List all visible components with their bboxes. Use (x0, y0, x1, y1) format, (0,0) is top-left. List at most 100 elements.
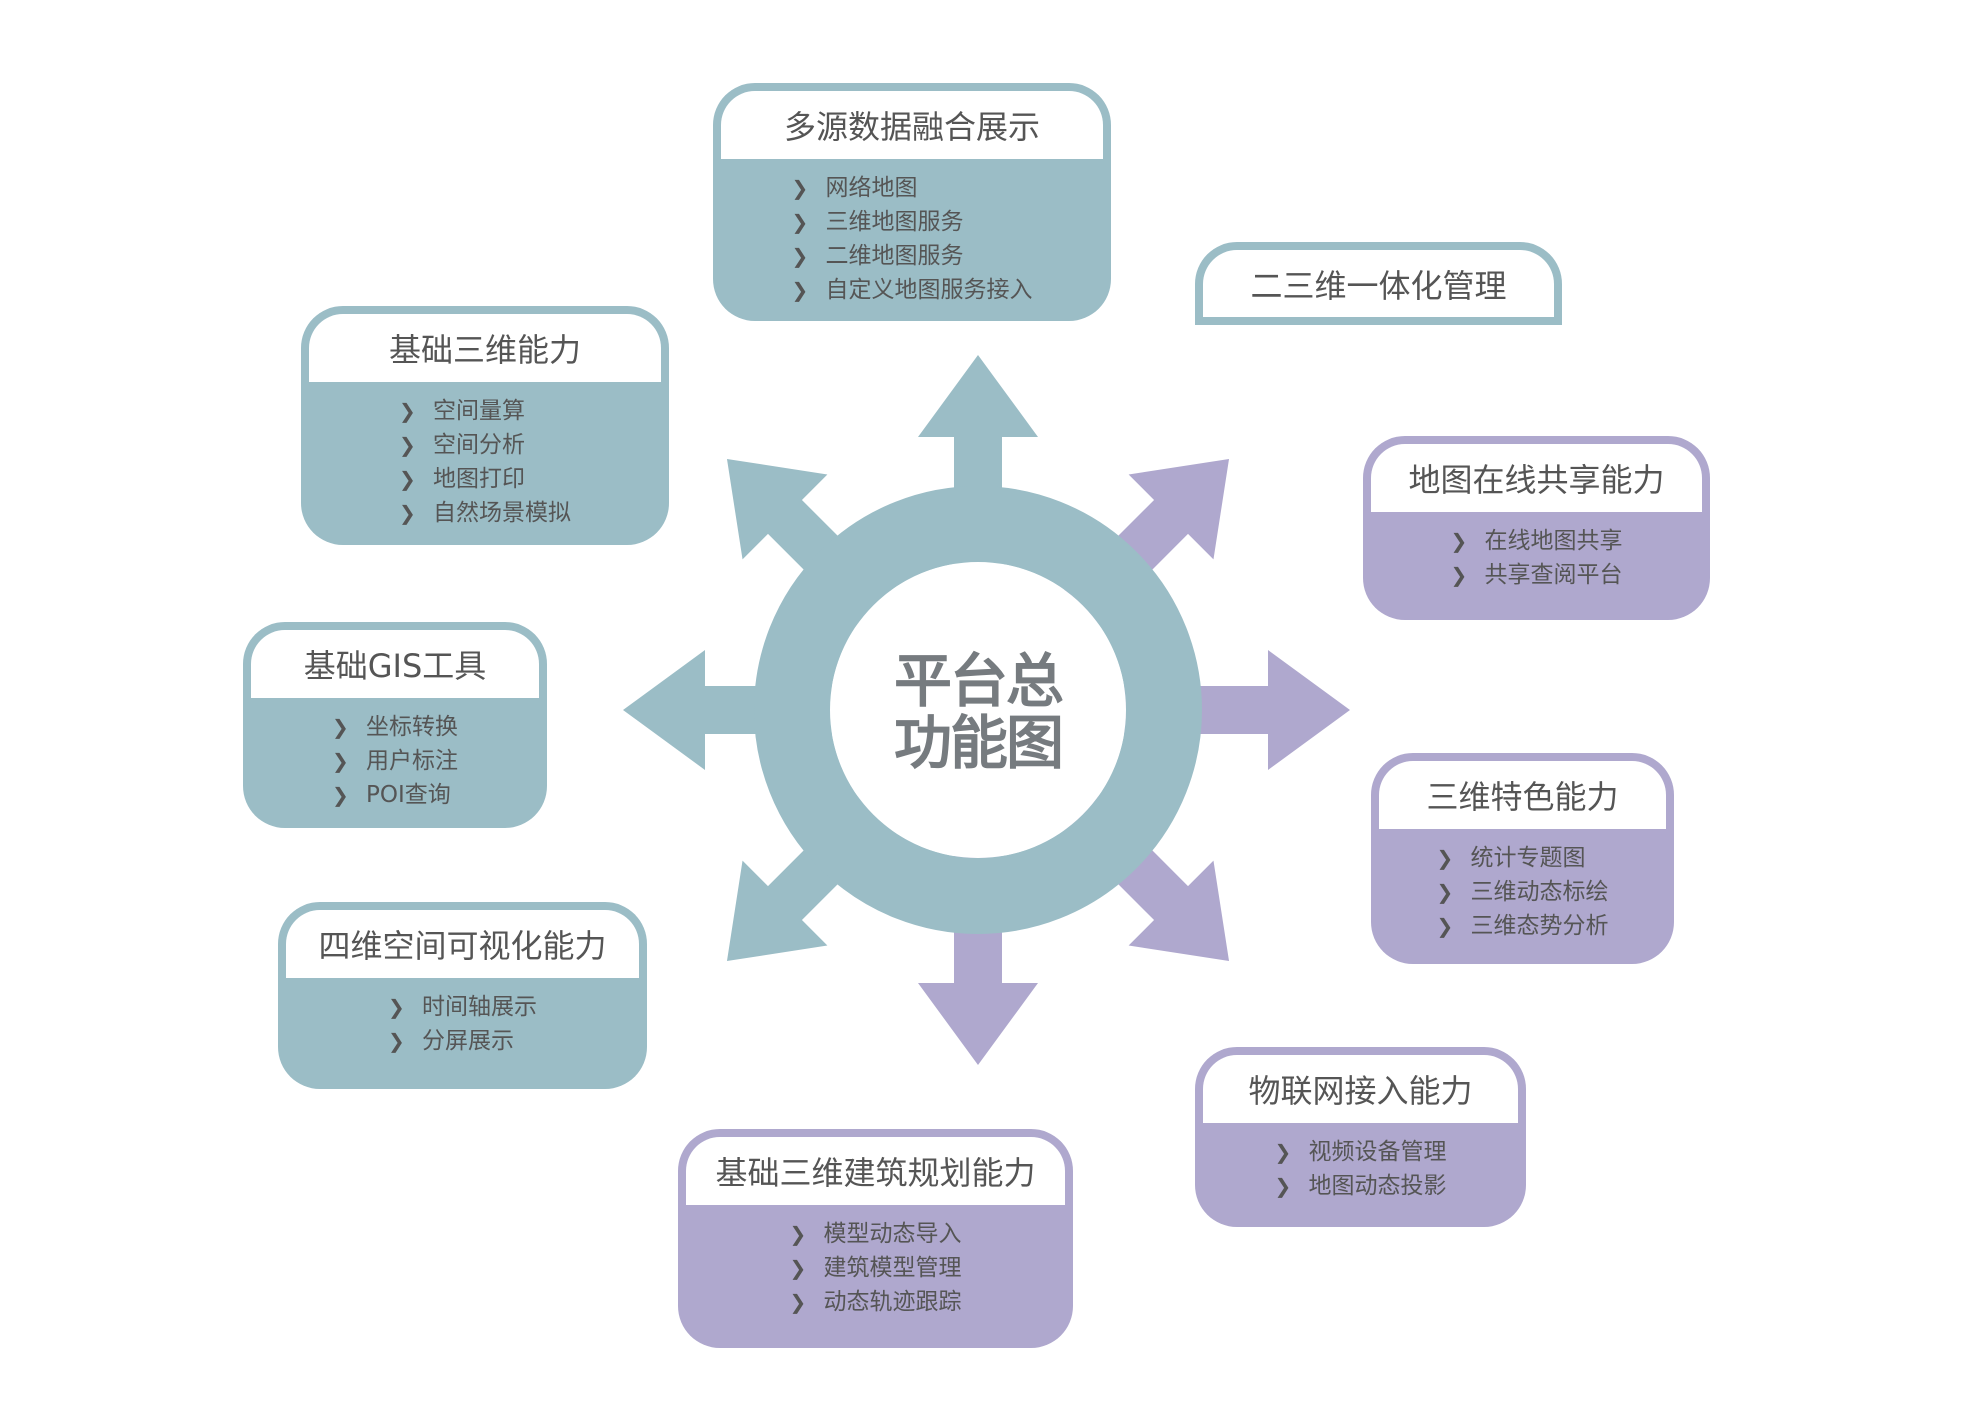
feature-box-title: 物联网接入能力 (1203, 1055, 1518, 1123)
feature-list-item-label: 自定义地图服务接入 (825, 277, 1033, 303)
feature-list: ❯ 在线地图共享 ❯ 共享查阅平台 (1451, 524, 1623, 592)
chevron-right-icon: ❯ (1436, 880, 1454, 904)
chevron-right-icon: ❯ (1274, 1140, 1292, 1164)
feature-box-title: 基础三维能力 (309, 314, 661, 382)
chevron-right-icon: ❯ (399, 467, 416, 491)
feature-list-item-label: 三维地图服务 (825, 209, 964, 235)
feature-list-item: ❯ 在线地图共享 (1451, 524, 1623, 558)
feature-box: 物联网接入能力 ❯ 视频设备管理 ❯ 地图动态投影 (1195, 1047, 1526, 1227)
feature-box: 基础三维建筑规划能力 ❯ 模型动态导入 ❯ 建筑模型管理 ❯ 动态轨迹跟踪 (678, 1129, 1073, 1348)
chevron-right-icon: ❯ (388, 1029, 405, 1053)
feature-list-item: ❯ 地图动态投影 (1275, 1169, 1447, 1203)
feature-list-item: ❯ 二维地图服务 (792, 239, 1033, 273)
feature-box-title: 二三维一体化管理 (1203, 250, 1554, 317)
feature-list-item-label: 用户标注 (366, 748, 458, 774)
feature-box-title: 多源数据融合展示 (721, 91, 1103, 159)
chevron-right-icon: ❯ (791, 244, 809, 268)
feature-list-item-label: 分屏展示 (422, 1028, 514, 1054)
chevron-right-icon: ❯ (791, 176, 809, 200)
feature-list-item-label: 模型动态导入 (823, 1221, 962, 1247)
feature-list-item-label: 三维动态标绘 (1470, 879, 1609, 905)
feature-list-item-label: 共享查阅平台 (1484, 562, 1623, 588)
feature-list-item: ❯ 网络地图 (792, 171, 1033, 205)
hub-center (830, 562, 1126, 858)
feature-list-item-label: 自然场景模拟 (433, 500, 571, 526)
feature-list: ❯ 时间轴展示 ❯ 分屏展示 (388, 990, 537, 1058)
feature-list-item-label: 坐标转换 (366, 714, 458, 740)
feature-list: ❯ 统计专题图 ❯ 三维动态标绘 ❯三维态势分析 (1437, 841, 1609, 943)
feature-list-item: ❯ 坐标转换 (332, 710, 458, 744)
feature-box-title: 三维特色能力 (1379, 761, 1666, 829)
feature-box: 三维特色能力 ❯ 统计专题图 ❯ 三维动态标绘 ❯三维态势分析 (1371, 753, 1674, 964)
feature-list-item: ❯ POI查询 (332, 778, 458, 812)
feature-list-item: ❯ 模型动态导入 (790, 1217, 962, 1251)
feature-box: 基础GIS工具 ❯ 坐标转换 ❯ 用户标注 ❯ POI查询 (243, 622, 547, 828)
feature-list-item: ❯ 自定义地图服务接入 (792, 273, 1033, 307)
feature-list-item-label: 动态轨迹跟踪 (823, 1289, 962, 1315)
feature-box: 地图在线共享能力 ❯ 在线地图共享 ❯ 共享查阅平台 (1363, 436, 1710, 620)
chevron-right-icon: ❯ (789, 1256, 807, 1280)
feature-list-item: ❯三维态势分析 (1437, 909, 1609, 943)
feature-list-item: ❯ 建筑模型管理 (790, 1251, 962, 1285)
feature-list-item: ❯ 三维地图服务 (792, 205, 1033, 239)
feature-list: ❯ 视频设备管理 ❯ 地图动态投影 (1275, 1135, 1447, 1203)
feature-list-item: ❯ 地图打印 (399, 462, 571, 496)
chevron-right-icon: ❯ (1274, 1174, 1292, 1198)
chevron-right-icon: ❯ (1436, 914, 1454, 938)
feature-list-item: ❯ 空间量算 (399, 394, 571, 428)
feature-list-item-label: 建筑模型管理 (823, 1255, 962, 1281)
feature-list-item-label: 二维地图服务 (825, 243, 964, 269)
chevron-right-icon: ❯ (332, 783, 349, 807)
feature-box: 基础三维能力 ❯ 空间量算 ❯ 空间分析 ❯ 地图打印 ❯ 自然场景模拟 (301, 306, 669, 545)
feature-list-item: ❯ 自然场景模拟 (399, 496, 571, 530)
feature-list-item-label: 时间轴展示 (422, 994, 537, 1020)
chevron-right-icon: ❯ (388, 995, 405, 1019)
center-title-line1: 平台总 (893, 647, 1064, 715)
center-title-line2: 功能图 (893, 709, 1064, 777)
feature-list-item-label: 统计专题图 (1470, 845, 1586, 871)
feature-list-item-label: 在线地图共享 (1484, 528, 1623, 554)
chevron-right-icon: ❯ (399, 399, 416, 423)
feature-list-item: ❯ 用户标注 (332, 744, 458, 778)
feature-list-item: ❯ 三维动态标绘 (1437, 875, 1609, 909)
chevron-right-icon: ❯ (1436, 846, 1454, 870)
feature-list: ❯ 空间量算 ❯ 空间分析 ❯ 地图打印 ❯ 自然场景模拟 (399, 394, 571, 530)
feature-list-item: ❯ 时间轴展示 (388, 990, 537, 1024)
chevron-right-icon: ❯ (399, 501, 416, 525)
feature-box-title: 地图在线共享能力 (1371, 444, 1702, 512)
feature-list: ❯ 网络地图 ❯ 三维地图服务 ❯ 二维地图服务 ❯ 自定义地图服务接入 (792, 171, 1033, 307)
feature-list-item-label: 网络地图 (825, 175, 918, 201)
feature-list-item-label: POI查询 (366, 782, 451, 808)
feature-list: ❯ 模型动态导入 ❯ 建筑模型管理 ❯ 动态轨迹跟踪 (790, 1217, 962, 1319)
feature-list-item: ❯ 空间分析 (399, 428, 571, 462)
chevron-right-icon: ❯ (791, 210, 809, 234)
chevron-right-icon: ❯ (789, 1290, 807, 1314)
feature-list-item-label: 地图打印 (433, 466, 525, 492)
feature-list-item: ❯ 共享查阅平台 (1451, 558, 1623, 592)
feature-list-item-label: 地图动态投影 (1308, 1173, 1447, 1199)
feature-list-item: ❯ 动态轨迹跟踪 (790, 1285, 962, 1319)
feature-box: 多源数据融合展示 ❯ 网络地图 ❯ 三维地图服务 ❯ 二维地图服务 ❯ 自定义地图服务接入 (713, 83, 1111, 321)
chevron-right-icon: ❯ (791, 278, 809, 302)
hub-ring (754, 486, 1202, 934)
feature-list-item-label: 空间量算 (433, 398, 525, 424)
chevron-right-icon: ❯ (789, 1222, 807, 1246)
feature-box: 二三维一体化管理 (1195, 242, 1562, 325)
chevron-right-icon: ❯ (332, 715, 349, 739)
feature-list-item-label: 空间分析 (433, 432, 525, 458)
feature-box-title: 四维空间可视化能力 (286, 910, 639, 978)
chevron-right-icon: ❯ (1450, 563, 1468, 587)
feature-box: 四维空间可视化能力 ❯ 时间轴展示 ❯ 分屏展示 (278, 902, 647, 1089)
chevron-right-icon: ❯ (1450, 529, 1468, 553)
feature-box-title: 基础GIS工具 (251, 630, 539, 698)
center-title: 平台总 功能图 (878, 650, 1078, 774)
chevron-right-icon: ❯ (332, 749, 349, 773)
feature-list-item-label: 视频设备管理 (1308, 1139, 1447, 1165)
feature-list-item: ❯ 视频设备管理 (1275, 1135, 1447, 1169)
feature-list: ❯ 坐标转换 ❯ 用户标注 ❯ POI查询 (332, 710, 458, 812)
feature-list-item: ❯ 分屏展示 (388, 1024, 537, 1058)
chevron-right-icon: ❯ (399, 433, 416, 457)
feature-list-item: ❯ 统计专题图 (1437, 841, 1609, 875)
feature-box-title: 基础三维建筑规划能力 (686, 1137, 1065, 1205)
